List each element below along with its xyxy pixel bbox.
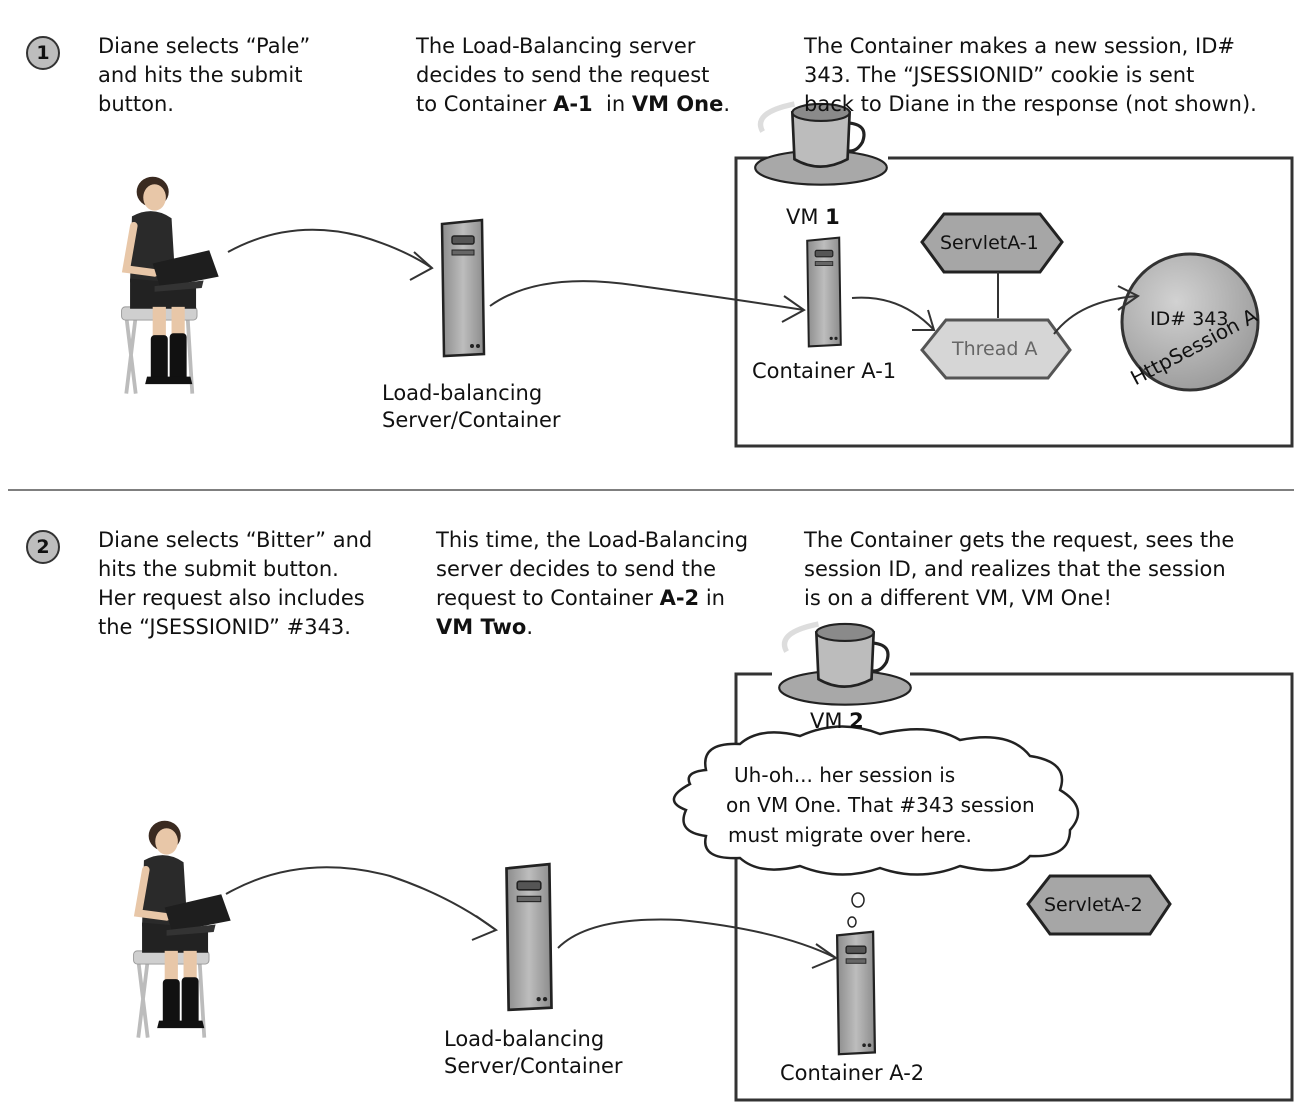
person-with-laptop-icon xyxy=(122,177,219,394)
text-line: and hits the submit xyxy=(98,63,303,87)
vm1-box xyxy=(734,156,1294,448)
step-1-badge: 1 xyxy=(26,36,60,70)
text-line: The Load-Balancing server xyxy=(416,34,696,58)
vm-one-ref: VM One xyxy=(631,92,724,116)
text-line: Uh-oh... her session is xyxy=(734,763,956,787)
container-a1-label: Container A-1 xyxy=(752,359,897,383)
text-line: the “JSESSIONID” #343. xyxy=(98,615,351,639)
vm-label-text: VM xyxy=(786,205,826,229)
person-with-laptop-icon xyxy=(134,821,231,1038)
arrows-panel2 xyxy=(225,866,839,969)
text-line: session ID, and realizes that the sessio… xyxy=(804,557,1226,581)
text-line: hits the submit button. xyxy=(98,557,339,581)
text-line: Load-balancing xyxy=(382,381,543,405)
text-line: server decides to send the xyxy=(436,557,717,581)
text-line: The Container gets the request, sees the xyxy=(804,528,1235,552)
lb-label-panel2: Load-balancing Server/Container xyxy=(444,1026,623,1080)
thought-bubble-dot xyxy=(851,892,865,908)
server-tower-icon xyxy=(835,930,877,1056)
vm2-label: VM 2 xyxy=(810,708,864,735)
text-line: button. xyxy=(98,92,174,116)
text-line: Server/Container xyxy=(382,408,561,432)
servlet-a2-label: ServletA-2 xyxy=(1044,894,1143,916)
servlet-a2-shape xyxy=(1026,874,1172,936)
text-fragment: in xyxy=(699,586,725,610)
vm-number: 2 xyxy=(849,709,864,733)
text-line: 343. The “JSESSIONID” cookie is sent xyxy=(804,63,1195,87)
thought-text: Uh-oh... her session is on VM One. That … xyxy=(726,760,1035,850)
panel1-col2-text: The Load-Balancing server decides to sen… xyxy=(416,32,730,119)
text-line: This time, the Load-Balancing xyxy=(436,528,749,552)
vm1-label: VM 1 xyxy=(786,204,840,231)
text-fragment: . xyxy=(526,615,533,639)
panel1-col3-text: The Container makes a new session, ID# 3… xyxy=(804,32,1257,119)
text-line: Load-balancing xyxy=(444,1027,605,1051)
thread-a-shape xyxy=(920,318,1072,380)
httpsession-a-shape xyxy=(1120,252,1260,392)
server-tower-icon xyxy=(440,218,486,358)
text-fragment: . xyxy=(723,92,731,116)
panel1-col1-text: Diane selects “Pale” and hits the submit… xyxy=(98,32,310,119)
text-fragment: in xyxy=(592,92,632,116)
text-line: Server/Container xyxy=(444,1054,623,1078)
arrows-panel1 xyxy=(227,228,1140,335)
servlet-a1-label: ServletA-1 xyxy=(940,232,1039,254)
text-fragment: request to Container xyxy=(436,586,660,610)
vm-two-ref: VM Two xyxy=(436,615,527,639)
text-line: Her request also includes xyxy=(98,586,365,610)
text-fragment: to Container xyxy=(416,92,554,116)
panel2-col1-text: Diane selects “Bitter” and hits the subm… xyxy=(98,526,372,642)
text-line: on VM One. That #343 session xyxy=(726,793,1035,817)
text-line: back to Diane in the response (not shown… xyxy=(804,92,1257,116)
thread-a-label: Thread A xyxy=(952,338,1038,360)
vm2-box xyxy=(734,672,1294,1102)
vm-label-text: VM xyxy=(810,709,850,733)
text-line: to Container A-1 in VM One. xyxy=(416,90,730,119)
server-tower-icon xyxy=(504,862,554,1012)
session-id-label: ID# 343 xyxy=(1150,308,1229,330)
thought-cloud-icon xyxy=(672,725,1080,876)
text-line: Diane selects “Bitter” and xyxy=(98,528,373,552)
thought-bubble-dot xyxy=(847,916,857,928)
container-a1-ref: A-1 xyxy=(553,92,593,116)
container-a2-label: Container A-2 xyxy=(780,1061,925,1085)
coffee-cup-icon xyxy=(779,624,911,705)
text-line: request to Container A-2 in xyxy=(436,584,748,613)
servlet-a1-shape xyxy=(920,212,1064,274)
vm-number: 1 xyxy=(825,205,840,229)
text-line: Diane selects “Pale” xyxy=(98,34,311,58)
panel2-col3-text: The Container gets the request, sees the… xyxy=(804,526,1234,613)
panel2-col2-text: This time, the Load-Balancing server dec… xyxy=(436,526,748,642)
container-a2-ref: A-2 xyxy=(659,586,700,610)
server-tower-icon xyxy=(805,236,843,348)
text-line: VM Two. xyxy=(436,613,748,642)
text-line: must migrate over here. xyxy=(728,823,972,847)
lb-label-panel1: Load-balancing Server/Container xyxy=(382,380,561,434)
text-line: The Container makes a new session, ID# xyxy=(804,34,1235,58)
text-line: decides to send the request xyxy=(416,63,710,87)
text-line: is on a different VM, VM One! xyxy=(804,586,1112,610)
step-2-badge: 2 xyxy=(26,530,60,564)
